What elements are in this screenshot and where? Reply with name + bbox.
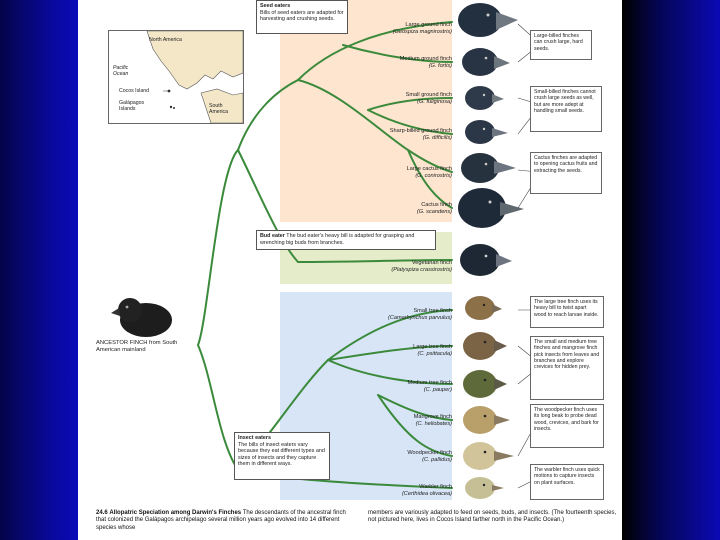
ancestor-label: ANCESTOR FINCH from South American mainl… — [96, 340, 178, 353]
finch-head-cactus — [458, 188, 524, 228]
species-label: Cactus finch(G. scandens) — [416, 202, 452, 215]
note-large-billed: Large-billed finches can crush large, ha… — [530, 30, 592, 60]
bud-eater-box: Bud eater The bud eater's heavy bill is … — [256, 230, 436, 250]
caption-title: Allopatric Speciation among Darwin's Fin… — [109, 510, 242, 516]
finch-head-woodpecker — [463, 442, 514, 470]
map-drawing — [146, 31, 243, 123]
note-small-medium-tree: The small and medium tree finches and ma… — [530, 336, 604, 400]
seed-eaters-band — [280, 0, 452, 222]
map-label-north-america: North America — [149, 37, 182, 43]
finch-head-small-tree — [465, 296, 502, 320]
galapagos-map: North America Pacific Ocean Cocos Island… — [108, 30, 244, 124]
species-label: Large ground finch(Geospiza magnirostris… — [392, 22, 452, 35]
species-label: Medium tree finch(C. pauper) — [407, 380, 452, 393]
seed-eaters-box: Seed eaters Bills of seed eaters are ada… — [256, 0, 348, 34]
species-label: Mangrove finch(C. heliobates) — [413, 414, 452, 427]
right-gradient-bar — [622, 0, 720, 540]
note-large-tree-finch: The large tree finch uses its heavy bill… — [530, 296, 604, 328]
insect-eaters-text: The bills of insect eaters vary because … — [238, 441, 325, 468]
caption-number: 24.6 — [96, 510, 108, 516]
caption-text-left: The descendants of the ancestral finch t… — [96, 510, 346, 531]
phylogeny-tree — [197, 21, 453, 489]
species-label: Sharp-billed ground finch(G. difficilis) — [389, 128, 452, 141]
finch-head-mangrove — [463, 406, 510, 434]
left-gradient-bar — [0, 0, 78, 540]
species-label: Medium ground finch(G. fortis) — [399, 56, 452, 69]
finch-heads — [458, 3, 524, 499]
note-small-billed: Small-billed finches cannot crush large … — [530, 86, 602, 132]
map-label-south-america: South America — [209, 103, 229, 115]
species-label: Large tree finch(C. psittacula) — [413, 344, 452, 357]
seed-eaters-title: Seed eaters — [260, 3, 291, 9]
note-cactus-finches: Cactus finches are adapted to opening ca… — [530, 152, 602, 194]
finch-head-large-ground — [458, 3, 518, 37]
ancestor-finch-bird — [111, 298, 172, 337]
insect-eaters-title: Insect eaters — [238, 435, 271, 441]
finch-head-sharp-billed — [465, 120, 508, 144]
map-label-galapagos: Galápagos Islands — [119, 100, 145, 112]
species-label: Vegetarian finch(Platyspiza crassirostri… — [391, 260, 452, 273]
finch-head-medium-tree — [463, 370, 507, 398]
bud-eater-text: The bud eater's heavy bill is adapted fo… — [260, 233, 415, 246]
figure-caption-left: 24.6 Allopatric Speciation among Darwin'… — [96, 510, 356, 532]
finch-head-warbler — [465, 477, 504, 499]
finch-head-large-tree — [463, 332, 507, 360]
map-label-cocos-island: Cocos Island — [119, 88, 149, 94]
species-label: Small ground finch(G. fuliginosa) — [405, 92, 452, 105]
finch-head-small-ground — [465, 86, 504, 110]
species-label: Woodpecker finch(C. pallidus) — [407, 450, 452, 463]
finch-figure: North America Pacific Ocean Cocos Island… — [78, 0, 622, 540]
species-label: Large cactus finch(G. conirostris) — [406, 166, 452, 179]
bud-eater-title: Bud eater — [260, 233, 285, 239]
finch-head-large-cactus — [461, 153, 516, 183]
figure-caption-right: members are variously adapted to feed on… — [368, 510, 617, 524]
finch-head-medium-ground — [462, 48, 510, 76]
species-label: Warbler finch(Certhidea olivacea) — [401, 484, 452, 497]
note-woodpecker: The woodpecker finch uses its long beak … — [530, 404, 604, 448]
finch-head-vegetarian — [460, 244, 512, 276]
species-label: Small tree finch(Camarhynchus parvulus) — [387, 308, 452, 321]
note-warbler: The warbler finch uses quick motions to … — [530, 464, 604, 500]
seed-eaters-text: Bills of seed eaters are adapted for har… — [260, 9, 344, 23]
map-label-pacific-ocean: Pacific Ocean — [113, 65, 129, 77]
insect-eaters-box: Insect eaters The bills of insect eaters… — [234, 432, 330, 480]
